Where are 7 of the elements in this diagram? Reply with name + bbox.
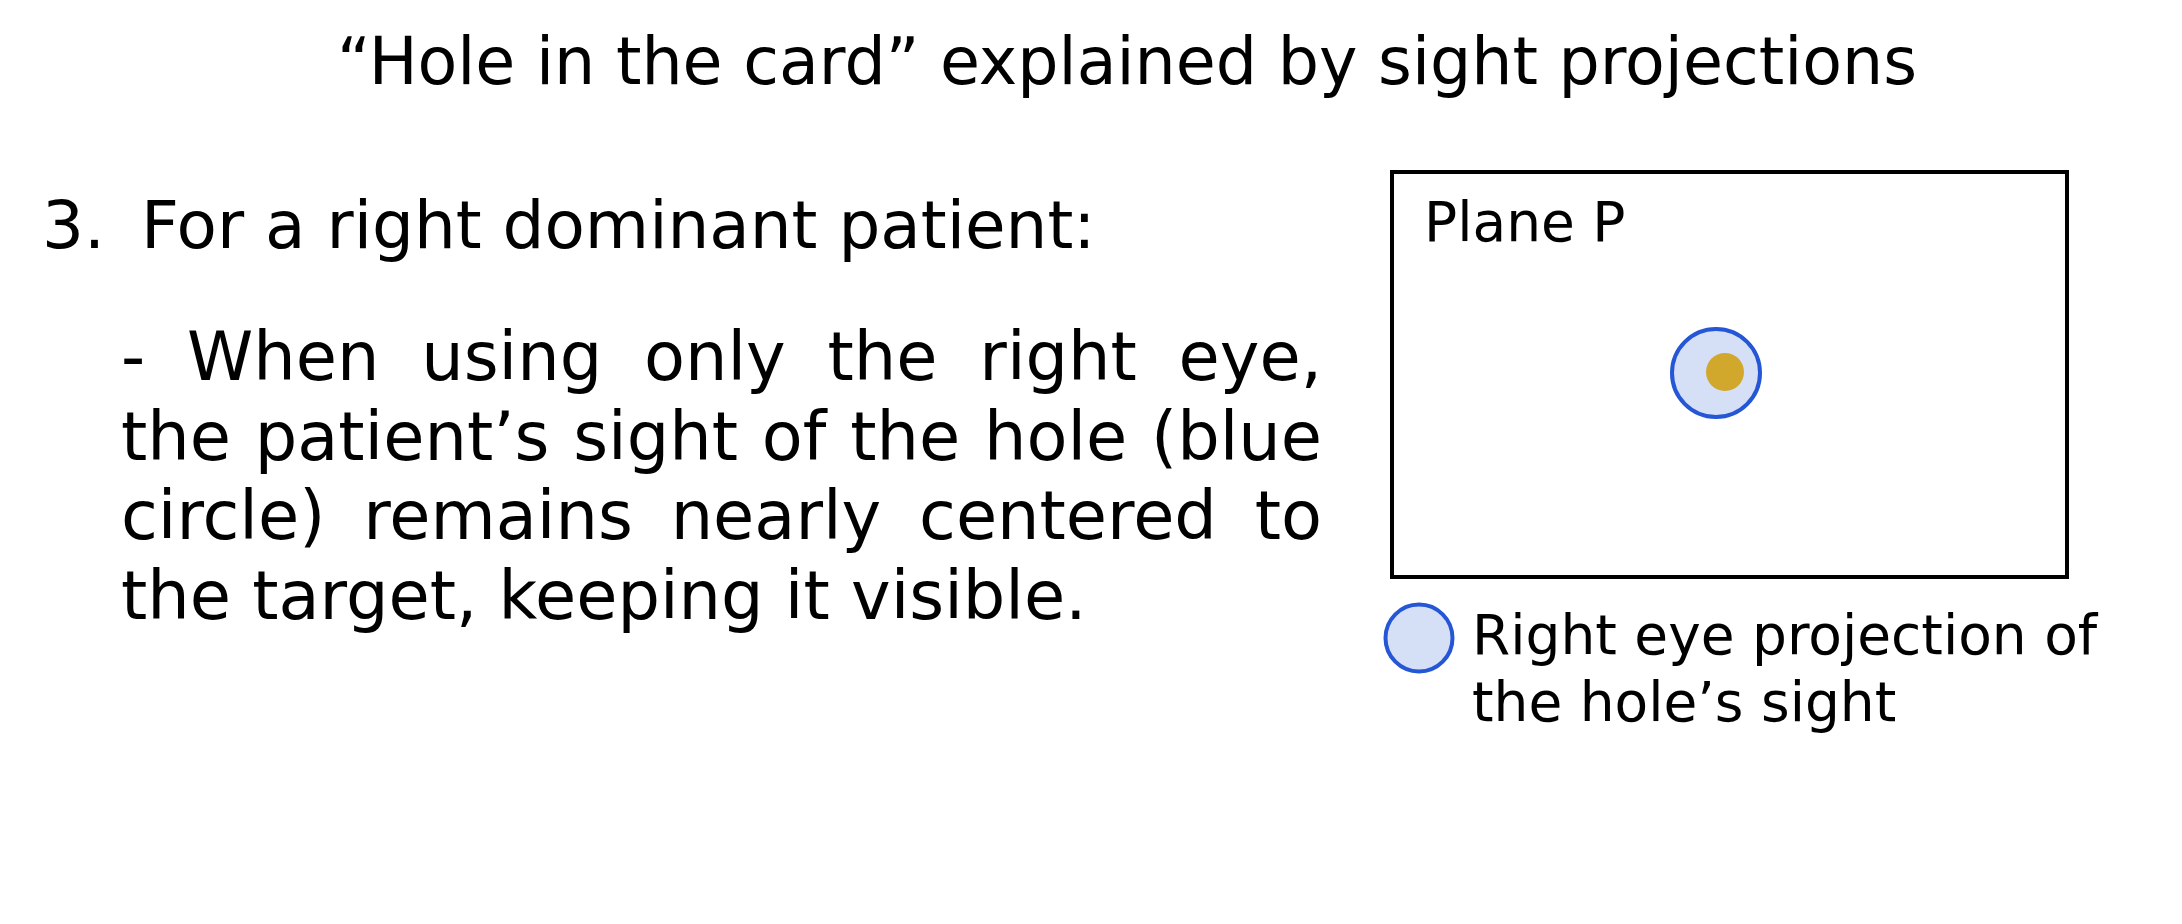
- legend-text: Right eye projection of the hole’s sight: [1472, 602, 2100, 736]
- section-heading: For a right dominant patient:: [141, 186, 1096, 266]
- box-label: Plane P: [1424, 190, 1626, 254]
- diagram-title: “Hole in the card” explained by sight projections: [336, 23, 1918, 101]
- body-text: - When using only the right eye, the patient’s sight of the hole (blue circle) remains nearly centered to the target, keeping it visible.: [121, 318, 1322, 636]
- list-number: 3.: [42, 186, 105, 266]
- plane-box: [1390, 170, 2069, 579]
